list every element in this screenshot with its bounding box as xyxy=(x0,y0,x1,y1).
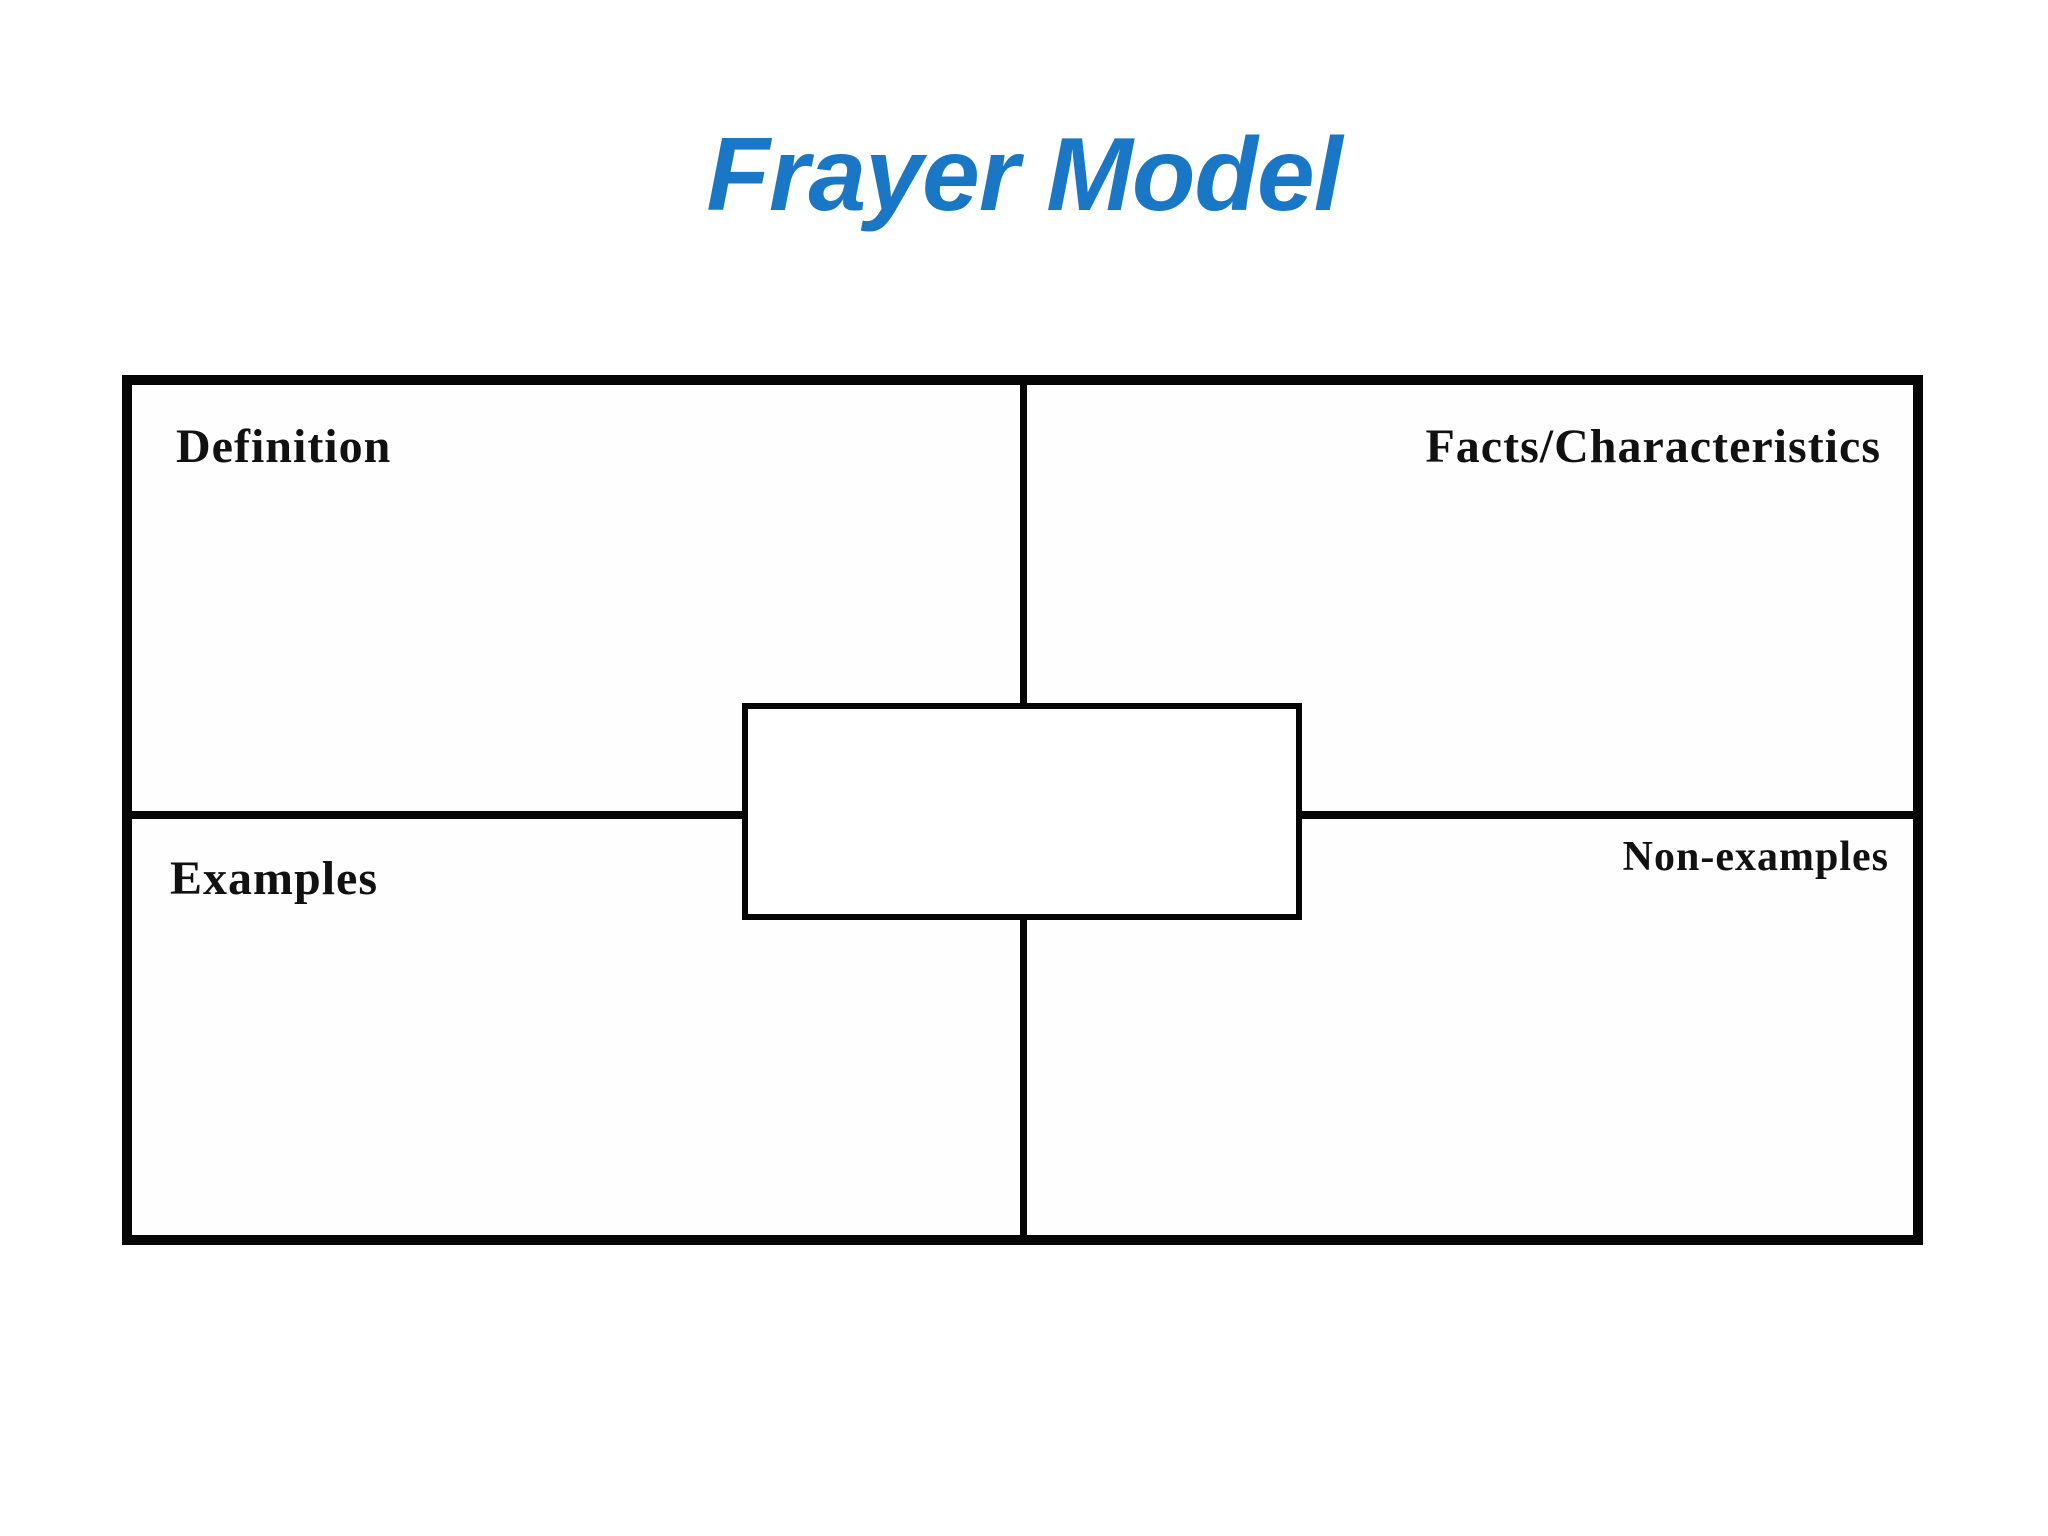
center-term-box xyxy=(742,703,1302,920)
quadrant-facts-characteristics: Facts/Characteristics xyxy=(1027,385,1913,811)
examples-label: Examples xyxy=(170,852,379,905)
definition-label: Definition xyxy=(176,420,392,473)
quadrant-examples: Examples xyxy=(132,819,1020,1235)
quadrant-definition: Definition xyxy=(132,385,1020,811)
facts-characteristics-label: Facts/Characteristics xyxy=(1425,420,1881,473)
quadrant-non-examples: Non-examples xyxy=(1027,819,1913,1235)
non-examples-label: Non-examples xyxy=(1622,834,1889,880)
page-title: Frayer Model xyxy=(706,117,1342,233)
